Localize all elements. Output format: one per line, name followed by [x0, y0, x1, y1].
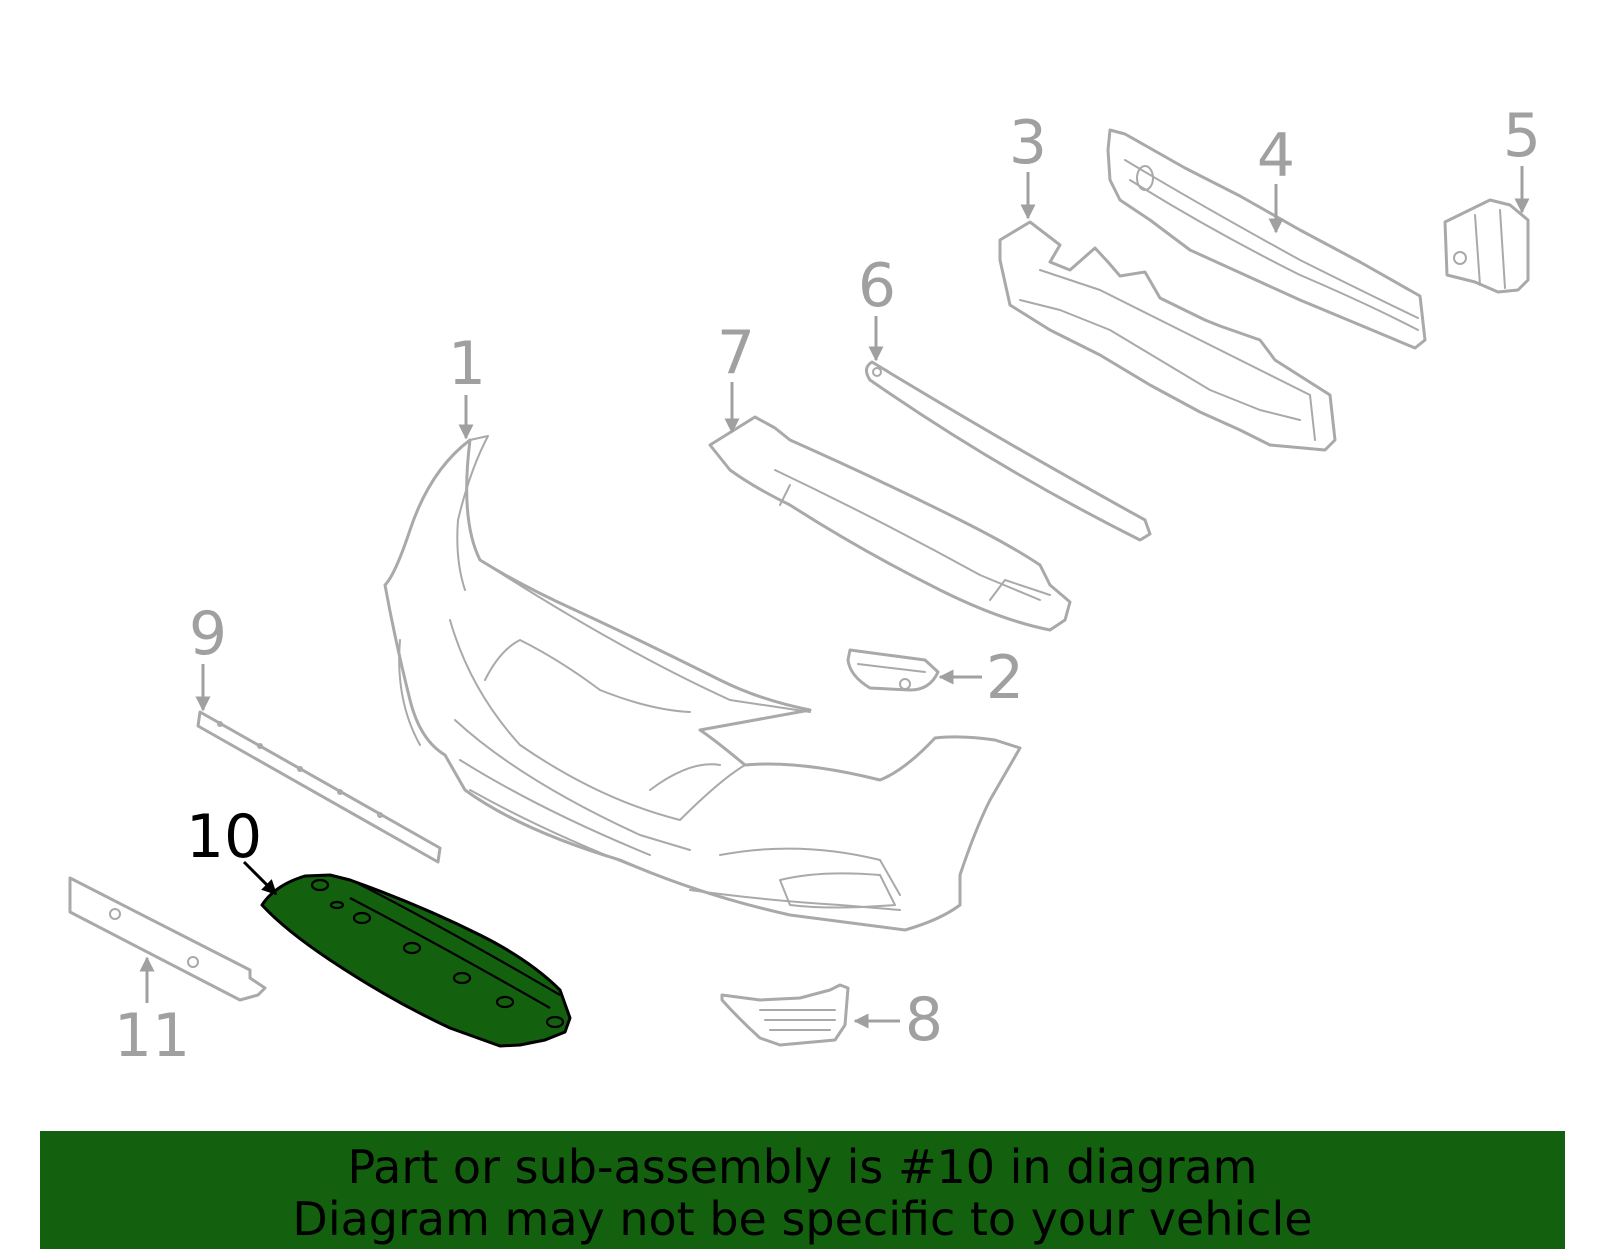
callout-2: 2: [986, 643, 1024, 713]
callout-10: 10: [186, 802, 262, 872]
callout-11: 11: [114, 1001, 190, 1071]
part-5-bracket: [1443, 198, 1530, 294]
banner-line-2: Diagram may not be specific to your vehi…: [292, 1192, 1313, 1246]
callout-labels: 1 2 3 4 5 6 7 8 9 10 11: [114, 101, 1541, 1071]
callout-6: 6: [858, 251, 896, 321]
part-7-absorber: [708, 415, 1072, 632]
callout-7: 7: [717, 318, 755, 388]
callout-9: 9: [189, 599, 227, 669]
leader-10: [242, 860, 278, 896]
part-9-molding: [196, 710, 442, 864]
info-banner: Part or sub-assembly is #10 in diagram D…: [40, 1131, 1565, 1249]
part-11-license-bracket: [68, 876, 267, 1002]
callout-8: 8: [905, 985, 943, 1055]
leader-lines: [139, 166, 1530, 1029]
part-2-bracket: [846, 648, 940, 692]
part-4-reinforcement: [1106, 128, 1427, 350]
part-6-strip: [865, 360, 1152, 542]
callout-4: 4: [1257, 121, 1295, 191]
part-10-under-cover: [260, 873, 572, 1048]
part-1-bumper-cover: [383, 435, 1022, 932]
part-8-grille-insert: [720, 983, 850, 1047]
callout-5: 5: [1503, 101, 1541, 171]
banner-line-1: Part or sub-assembly is #10 in diagram: [347, 1140, 1258, 1194]
part-3-absorber: [998, 220, 1337, 452]
callout-3: 3: [1009, 108, 1047, 178]
callout-1: 1: [448, 329, 486, 399]
